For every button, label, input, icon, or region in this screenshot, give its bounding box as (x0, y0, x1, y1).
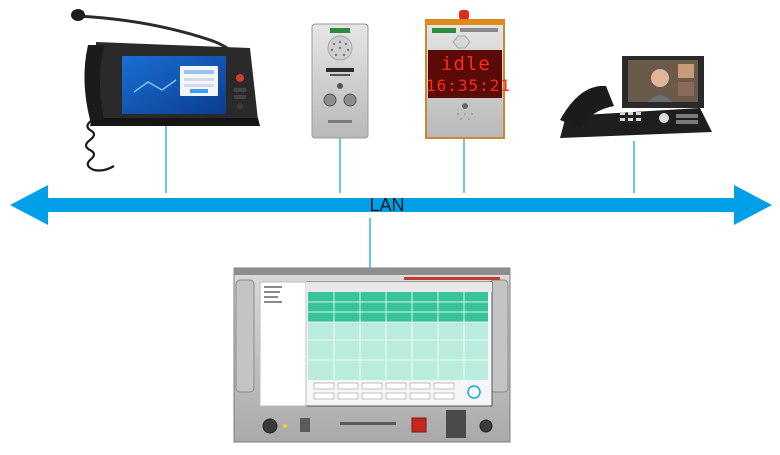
led-display (428, 50, 502, 98)
mic-head-icon (71, 9, 85, 21)
speaker-grille-icon (327, 35, 353, 61)
dial-button-icon (467, 385, 481, 399)
call-button-icon (343, 93, 357, 107)
wall-intercom-station (311, 23, 369, 139)
power-knob-icon (262, 418, 278, 434)
help-point-terminal (425, 10, 505, 139)
connection-lines (165, 124, 635, 268)
active-channels-grid (308, 292, 488, 322)
status-led (283, 424, 287, 428)
network-port-icon (446, 410, 466, 438)
rack-control-server (233, 267, 511, 443)
call-button-icon (323, 93, 337, 107)
handset-icon (84, 45, 104, 120)
camera-icon (462, 103, 468, 109)
usb-port-icon (300, 418, 310, 432)
help-point-status-text: idle (441, 53, 491, 75)
desk-console-device (71, 9, 260, 172)
help-point-clock-text: 16:35:21 (426, 76, 512, 95)
alarm-button-icon (411, 417, 427, 433)
lan-backbone-arrow (10, 185, 772, 225)
emergency-button-icon (236, 74, 244, 82)
screen-sidebar (259, 281, 307, 407)
caller-face (651, 69, 669, 87)
beacon-light-icon (459, 10, 469, 20)
video-desk-phone (560, 56, 712, 138)
rack-handle-right (489, 279, 509, 393)
navigation-pad-icon (659, 113, 669, 123)
disc-slot (340, 422, 396, 425)
coiled-cord (84, 119, 115, 172)
lan-label: LAN (369, 195, 405, 215)
volume-knob-icon (479, 419, 493, 433)
idle-channels-grid (308, 322, 488, 380)
rack-handle-left (235, 279, 255, 393)
handset-icon (560, 85, 614, 128)
